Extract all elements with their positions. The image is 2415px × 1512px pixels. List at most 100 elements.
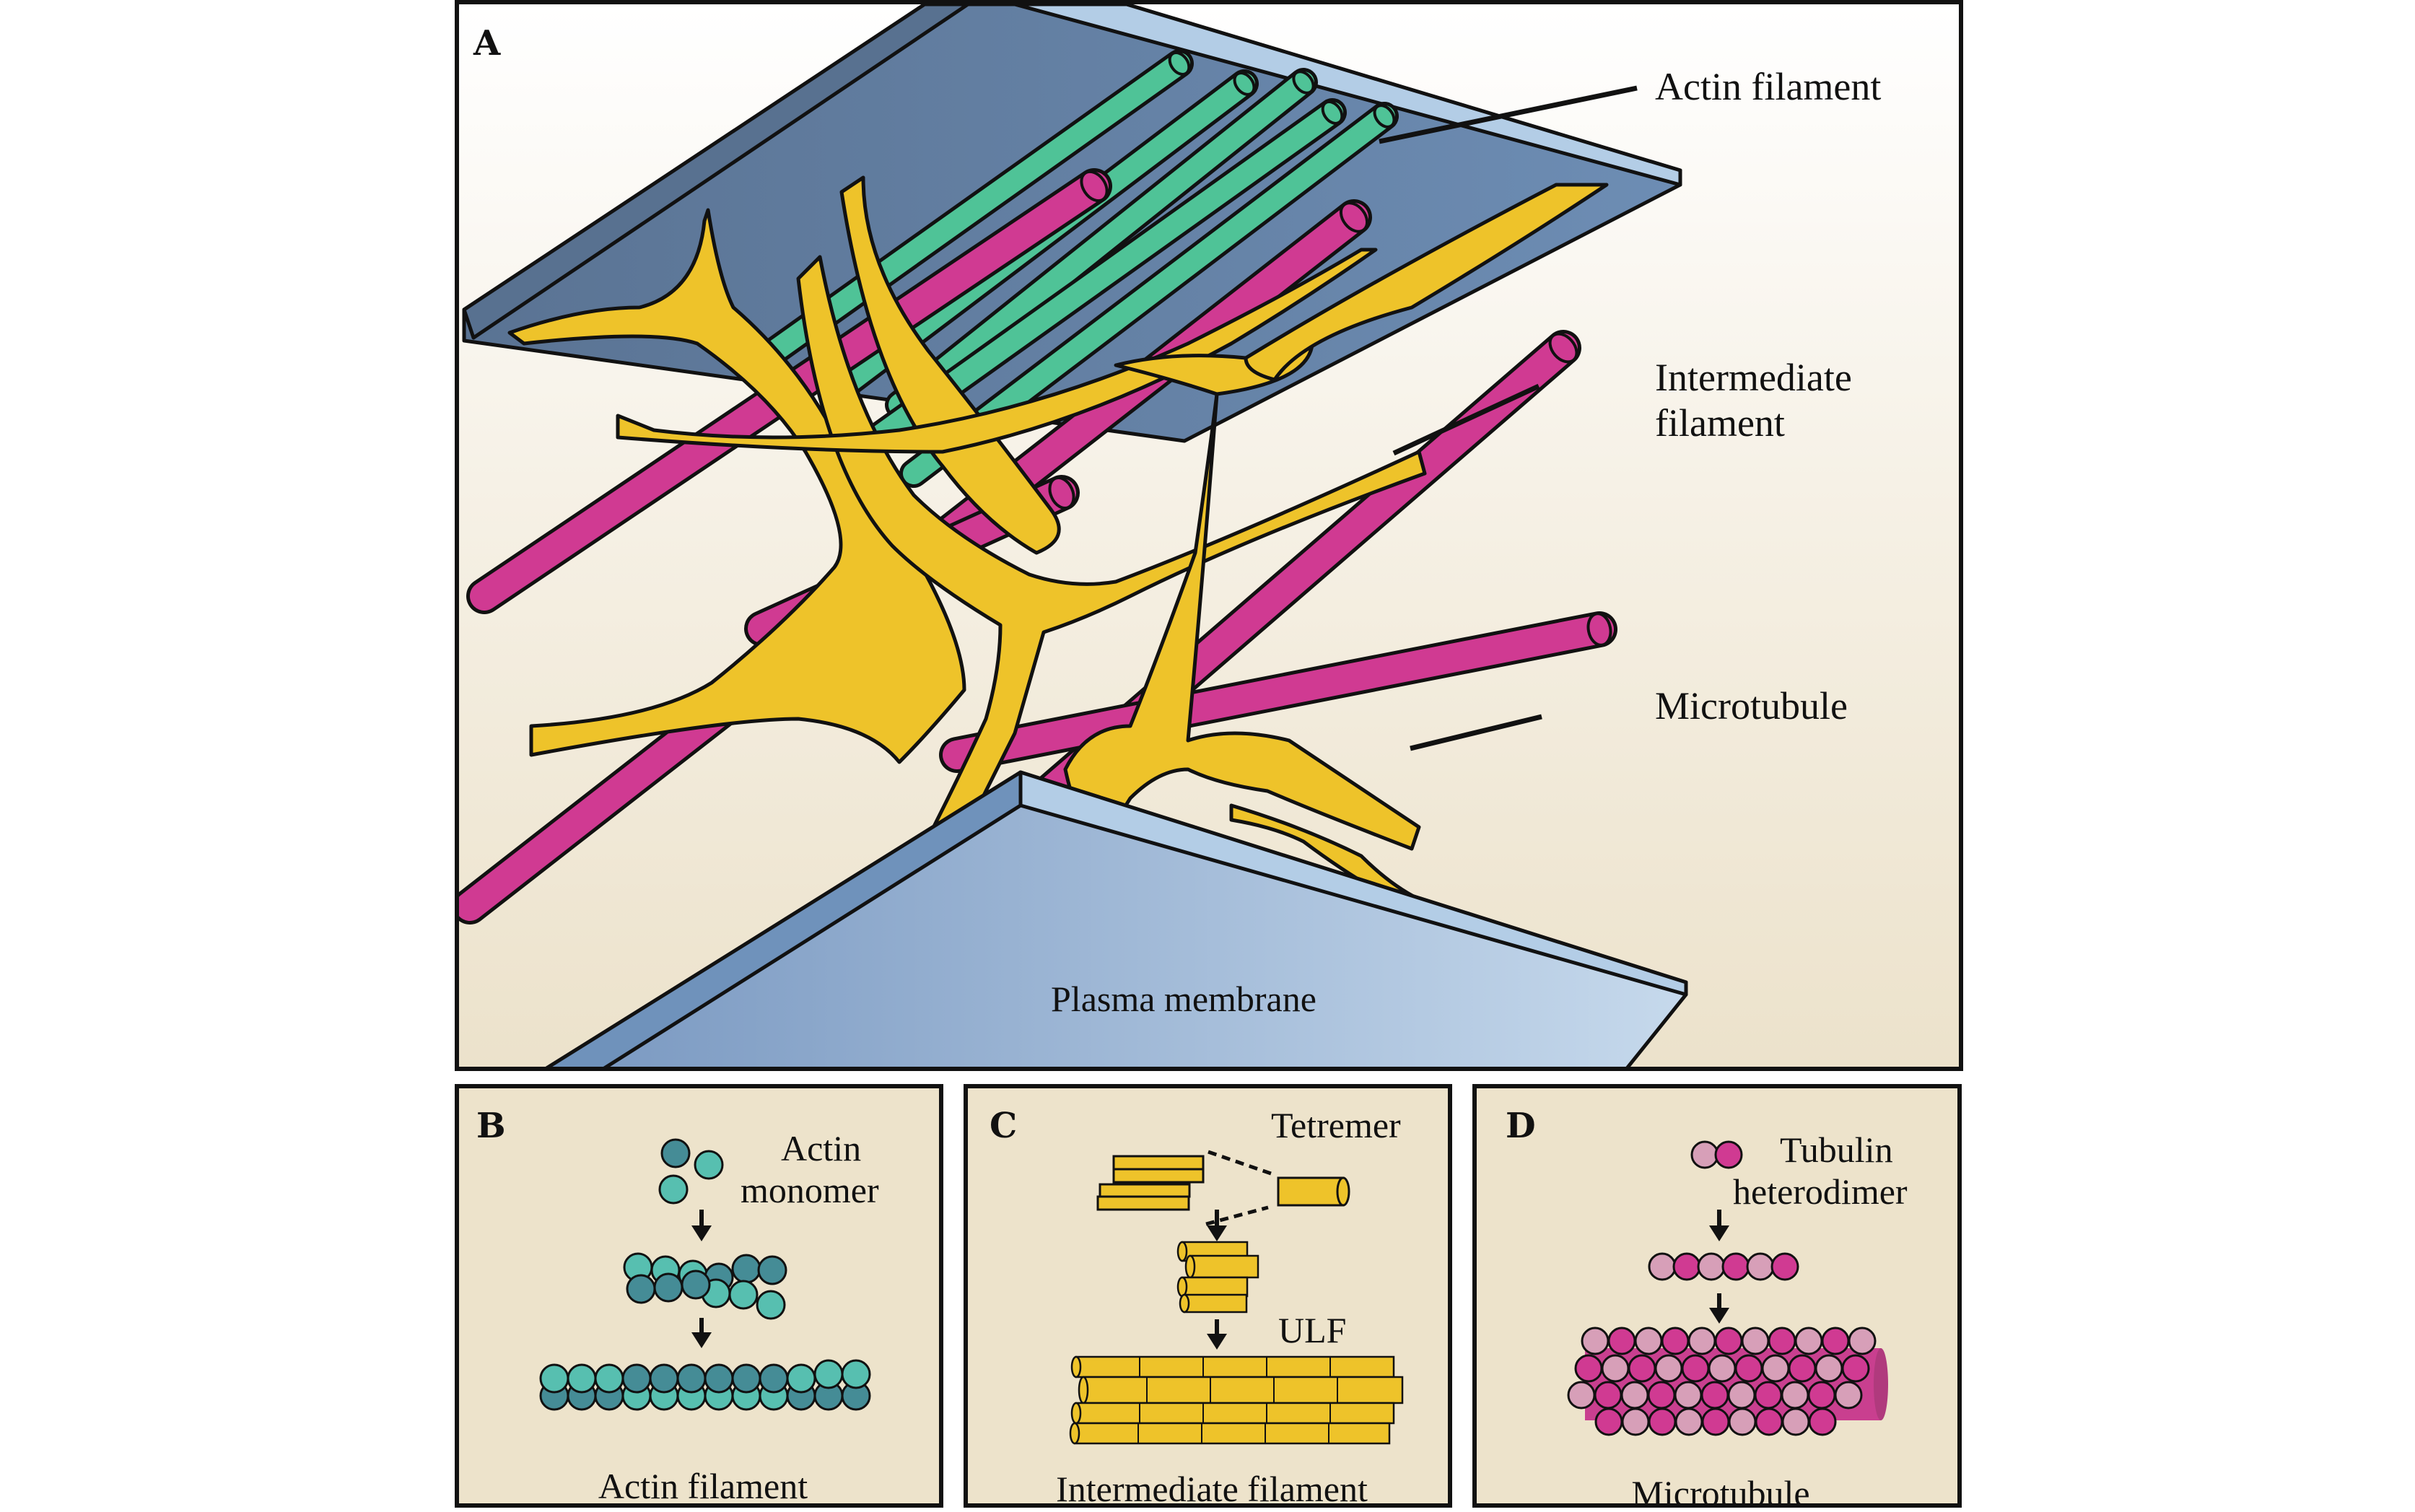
actin-filament-2 [885,68,1318,419]
if-rod-row [1082,1376,1404,1404]
arrow-down-icon [691,1318,712,1348]
microtubule-2-end-cap [1048,476,1075,510]
ulf-rod-end [1179,1293,1190,1314]
ulf-label: ULF [1278,1310,1346,1350]
ulf-rod-end [1176,1276,1188,1298]
actin-subunit [676,1363,707,1394]
microtubule-lattice [1567,1327,1877,1436]
microtubule-4-body [943,615,1614,769]
actin-subunit [626,1274,656,1304]
ulf-bundle [1176,1241,1259,1314]
microtubule-3-end-cap [1548,332,1578,364]
tubulin-subunit [1734,1354,1763,1383]
tubulin-subunit [1681,1354,1710,1383]
actin-monomer [660,1138,691,1168]
tubulin-subunit [1808,1407,1837,1436]
label-leader-lines [1379,85,1638,751]
tubulin-subunit [1741,1327,1770,1355]
actin-subunit [728,1280,759,1310]
tubulin-subunit [1768,1327,1796,1355]
beta-tubulin [1714,1140,1743,1169]
tubulin-subunit [1770,1252,1799,1281]
arrow-down-icon [1207,1319,1227,1350]
tubulin-label-line2: heterodimer [1733,1171,1908,1212]
dimer-pairs [1096,1155,1205,1211]
tubulin-label-line1: Tubulin [1780,1129,1893,1170]
actin-subunit [681,1270,711,1300]
tubulin-subunit [1834,1381,1863,1410]
actin-monomer-label-line1: Actin [781,1128,861,1168]
actin-filament-label: Actin filament [1655,65,1881,108]
tubulin-subunit [1648,1252,1677,1281]
panel-c-intermediate-filament-assembly: C Tetremer ULF Intermediate filament [964,1084,1452,1509]
if-rod-row-end [1070,1355,1082,1378]
ulf-rod [1183,1293,1248,1314]
actin-filament-polymer [539,1359,871,1411]
tubulin-subunit [1841,1354,1870,1383]
plasma-membrane-label: Plasma membrane [1051,979,1316,1019]
tubulin-subunit [1601,1354,1630,1383]
tubulin-subunit [1721,1252,1750,1281]
tubulin-subunit [1620,1381,1649,1410]
panel-d-letter: D [1506,1106,1536,1146]
microtubule-0-end-cap [1080,170,1109,203]
tubulin-subunit [1607,1327,1636,1355]
if-rod-row-end [1070,1402,1082,1425]
intermediate-filament-label-line2: filament [1655,401,1785,445]
panel-b-actin-assembly: B Actin monomer Actin filament [455,1084,943,1508]
microtubule-leader-line [1410,714,1542,751]
tubulin-subunit [1594,1381,1623,1410]
actin-filament-2-body [888,71,1314,416]
tubulin-subunit [1821,1327,1850,1355]
tubulin-subunit [1581,1327,1610,1355]
short-actin-polymer [623,1252,787,1320]
tubulin-subunit [1848,1327,1877,1355]
arrow-down-icon [1709,1293,1729,1324]
tubulin-subunit [1672,1252,1701,1281]
tubulin-subunit [1634,1327,1663,1355]
lower-membrane-plate [545,770,1688,1067]
tubulin-subunit [1701,1407,1730,1436]
if-rod-row [1073,1422,1391,1445]
arrow-down-icon [1207,1210,1227,1241]
actin-subunit [594,1363,624,1394]
tubulin-subunit [1788,1354,1817,1383]
actin-subunit [731,1363,761,1394]
tubulin-subunit [1674,1381,1703,1410]
tubulin-heterodimer [1690,1140,1743,1169]
actin-filament-1-end-cap [1233,71,1256,96]
microtubule-label: Microtubule [1655,684,1848,727]
actin-subunit [653,1272,684,1303]
tubulin-subunit [1674,1407,1703,1436]
actin-subunit [813,1359,844,1389]
microtubule-4 [939,611,1617,773]
tubulin-subunit [1661,1327,1690,1355]
actin-subunit [756,1290,786,1320]
dashed-lines [1205,1150,1272,1226]
actin-filament-3-end-cap [1321,100,1344,125]
actin-filament-4-end-cap [1373,104,1396,128]
actin-subunit [759,1363,789,1394]
actin-monomer-label-line2: monomer [741,1170,879,1210]
actin-subunit [786,1363,816,1394]
actin-subunit [704,1363,734,1394]
ulf-rod [1181,1276,1249,1298]
intermediate-leader-line [1392,383,1540,456]
protofilament [1648,1252,1799,1281]
tubulin-subunit [1647,1381,1676,1410]
microtubule-tube-end [1874,1348,1888,1420]
actin-monomers [658,1138,724,1205]
tubulin-subunit [1754,1381,1783,1410]
intermediate-filament-bundle [1069,1355,1404,1445]
tubulin-subunit [1728,1407,1757,1436]
tubulin-subunit [1755,1407,1783,1436]
panel-a-letter: A [473,23,501,64]
panel-a-cytoskeleton-overview: A Actin filament Intermediate filament M… [455,0,1963,1071]
tubulin-subunit [1708,1354,1737,1383]
actin-subunit [621,1363,652,1394]
actin-monomer [658,1174,689,1205]
actin-subunit [841,1359,871,1389]
microtubule-caption: Microtubule [1631,1473,1809,1512]
tubulin-subunit [1687,1327,1716,1355]
actin-subunit [539,1363,569,1394]
